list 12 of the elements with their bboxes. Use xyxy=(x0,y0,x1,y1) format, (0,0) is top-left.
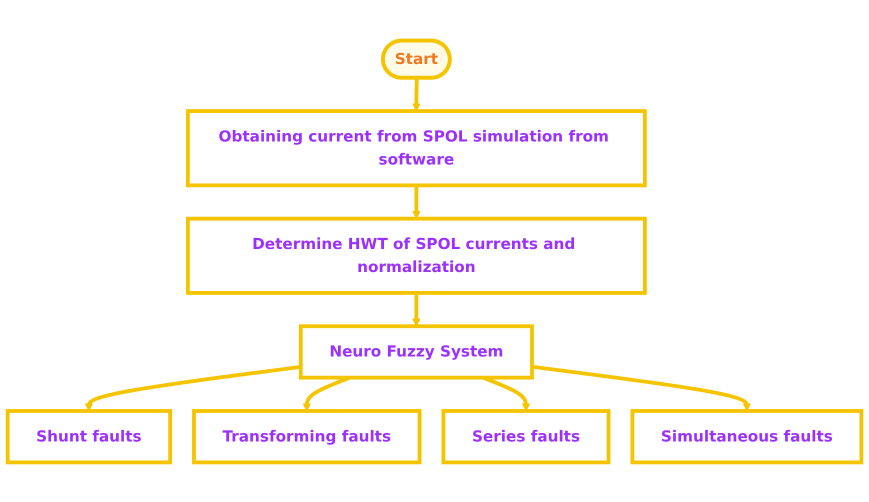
node-box: Transforming faults xyxy=(192,408,422,464)
arrow xyxy=(84,364,301,411)
node-box: Determine HWT of SPOL currents and normalization xyxy=(186,216,647,294)
arrow xyxy=(412,292,421,326)
arrow xyxy=(412,184,421,219)
node-box: Neuro Fuzzy System xyxy=(298,324,534,380)
node-box: Obtaining current from SPOL simulation from software xyxy=(186,108,647,187)
node-box: Simultaneous faults xyxy=(630,408,864,464)
arrow xyxy=(532,364,752,411)
node-box: Shunt faults xyxy=(6,408,172,464)
node-box: Series faults xyxy=(441,408,610,464)
arrow xyxy=(412,78,421,111)
